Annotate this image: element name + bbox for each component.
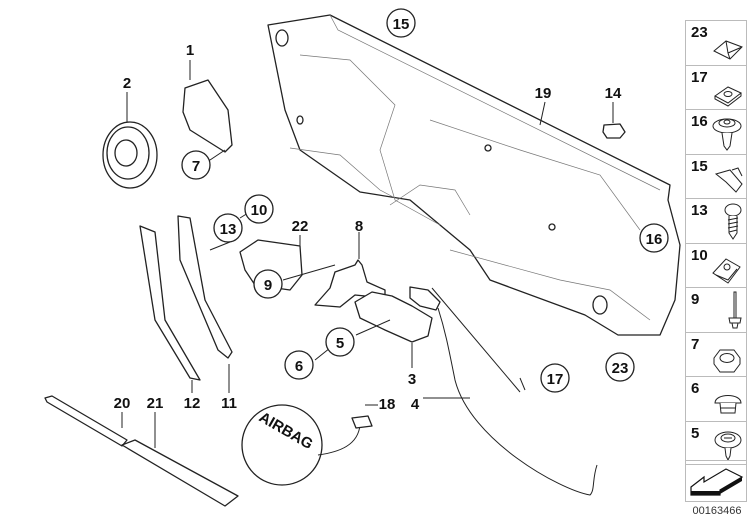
door-sills xyxy=(44,395,239,507)
leader-lines xyxy=(121,60,614,448)
spring-nut-icon xyxy=(712,258,741,284)
previous-page-button[interactable] xyxy=(685,460,747,502)
legend-number: 7 xyxy=(691,335,700,353)
callout-12: 12 xyxy=(184,395,201,412)
callout-20: 20 xyxy=(114,395,131,412)
callout-19: 19 xyxy=(535,85,552,102)
door-handle xyxy=(354,291,433,343)
callout-21: 21 xyxy=(147,395,164,412)
callout-8: 8 xyxy=(355,218,363,235)
callout-1: 1 xyxy=(186,42,194,59)
callout-15: 15 xyxy=(393,16,410,33)
legend-item[interactable]: 13 xyxy=(685,198,747,243)
callout-4: 4 xyxy=(411,396,420,413)
circled-callouts xyxy=(181,8,669,393)
legend-number: 15 xyxy=(691,157,708,175)
callout-7: 7 xyxy=(192,158,200,175)
callout-14: 14 xyxy=(605,85,622,102)
callout-2: 2 xyxy=(123,75,131,92)
legend-item[interactable]: 16 xyxy=(685,109,747,154)
callout-13: 13 xyxy=(220,221,237,238)
callout-6: 6 xyxy=(295,358,303,375)
cable-assembly xyxy=(409,286,598,496)
hex-nut-icon xyxy=(713,349,741,373)
legend-item[interactable]: 5 xyxy=(685,420,747,465)
arrow-left-icon xyxy=(690,468,744,496)
callout-5: 5 xyxy=(336,335,344,352)
legend-item[interactable]: 6 xyxy=(685,376,747,421)
speaker-cover xyxy=(182,79,233,153)
legend-item[interactable]: 15 xyxy=(685,153,747,198)
legend-item[interactable]: 9 xyxy=(685,287,747,332)
legend-item[interactable]: 23 xyxy=(685,20,747,65)
clip-nut-icon xyxy=(714,86,742,107)
legend-number: 5 xyxy=(691,424,700,442)
door-panel xyxy=(267,14,681,336)
fastener-legend: 23 17 16 15 13 10 9 7 6 5 xyxy=(685,20,747,465)
blind-rivet-icon xyxy=(728,291,742,328)
callout-23: 23 xyxy=(612,360,629,377)
rubber-buffer-icon xyxy=(713,39,743,60)
clip-icon xyxy=(714,167,743,193)
callout-11: 11 xyxy=(221,395,237,412)
callout-17: 17 xyxy=(547,371,564,388)
legend-number: 23 xyxy=(691,24,708,41)
clip-14 xyxy=(602,123,626,139)
callout-labels: 1 2 7 15 19 14 10 13 22 8 9 16 5 6 3 17 … xyxy=(114,16,663,413)
callout-22: 22 xyxy=(292,218,309,235)
pillar-trims xyxy=(139,215,233,381)
callout-10: 10 xyxy=(251,202,268,219)
legend-item[interactable]: 17 xyxy=(685,64,747,109)
legend-number: 9 xyxy=(691,291,700,308)
legend-number: 10 xyxy=(691,246,708,264)
plug-icon xyxy=(714,394,742,413)
airbag-callout: AIRBAG xyxy=(241,404,373,486)
document-id: 00163466 xyxy=(692,505,742,517)
legend-number: 13 xyxy=(691,202,708,219)
legend-number: 17 xyxy=(691,68,708,86)
expanding-rivet-icon xyxy=(712,118,742,151)
expanding-rivet-icon xyxy=(714,431,742,462)
legend-number: 16 xyxy=(691,113,708,130)
legend-item[interactable]: 10 xyxy=(685,242,747,287)
callout-3: 3 xyxy=(408,371,416,388)
legend-item[interactable]: 7 xyxy=(685,331,747,376)
speaker-ring xyxy=(102,121,158,189)
callout-16: 16 xyxy=(646,231,663,248)
callout-18: 18 xyxy=(379,396,396,413)
callout-9: 9 xyxy=(264,277,272,294)
screw-icon xyxy=(724,203,742,240)
legend-number: 6 xyxy=(691,380,700,397)
